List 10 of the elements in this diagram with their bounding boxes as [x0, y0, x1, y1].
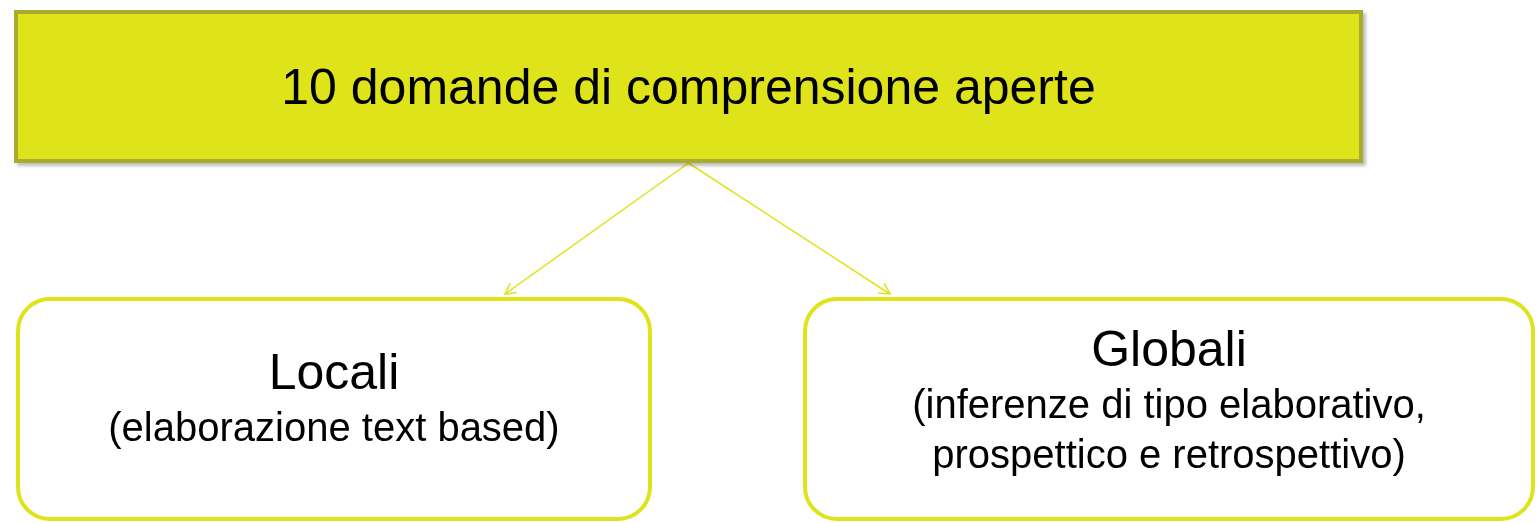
arrow [504, 162, 690, 295]
title-text: 10 domande di comprensione aperte [281, 57, 1096, 117]
category-box [803, 297, 1535, 521]
arrow [687, 162, 891, 295]
category-title: Globali [1091, 320, 1247, 379]
category-description: (inferenze di tipo elaborativo, prospettico e retrospettivo) [911, 381, 1427, 478]
title-box [14, 10, 1363, 163]
category-title: Locali [268, 343, 400, 402]
category-description: (elaborazione text based) [107, 404, 561, 451]
category-box [16, 297, 652, 521]
